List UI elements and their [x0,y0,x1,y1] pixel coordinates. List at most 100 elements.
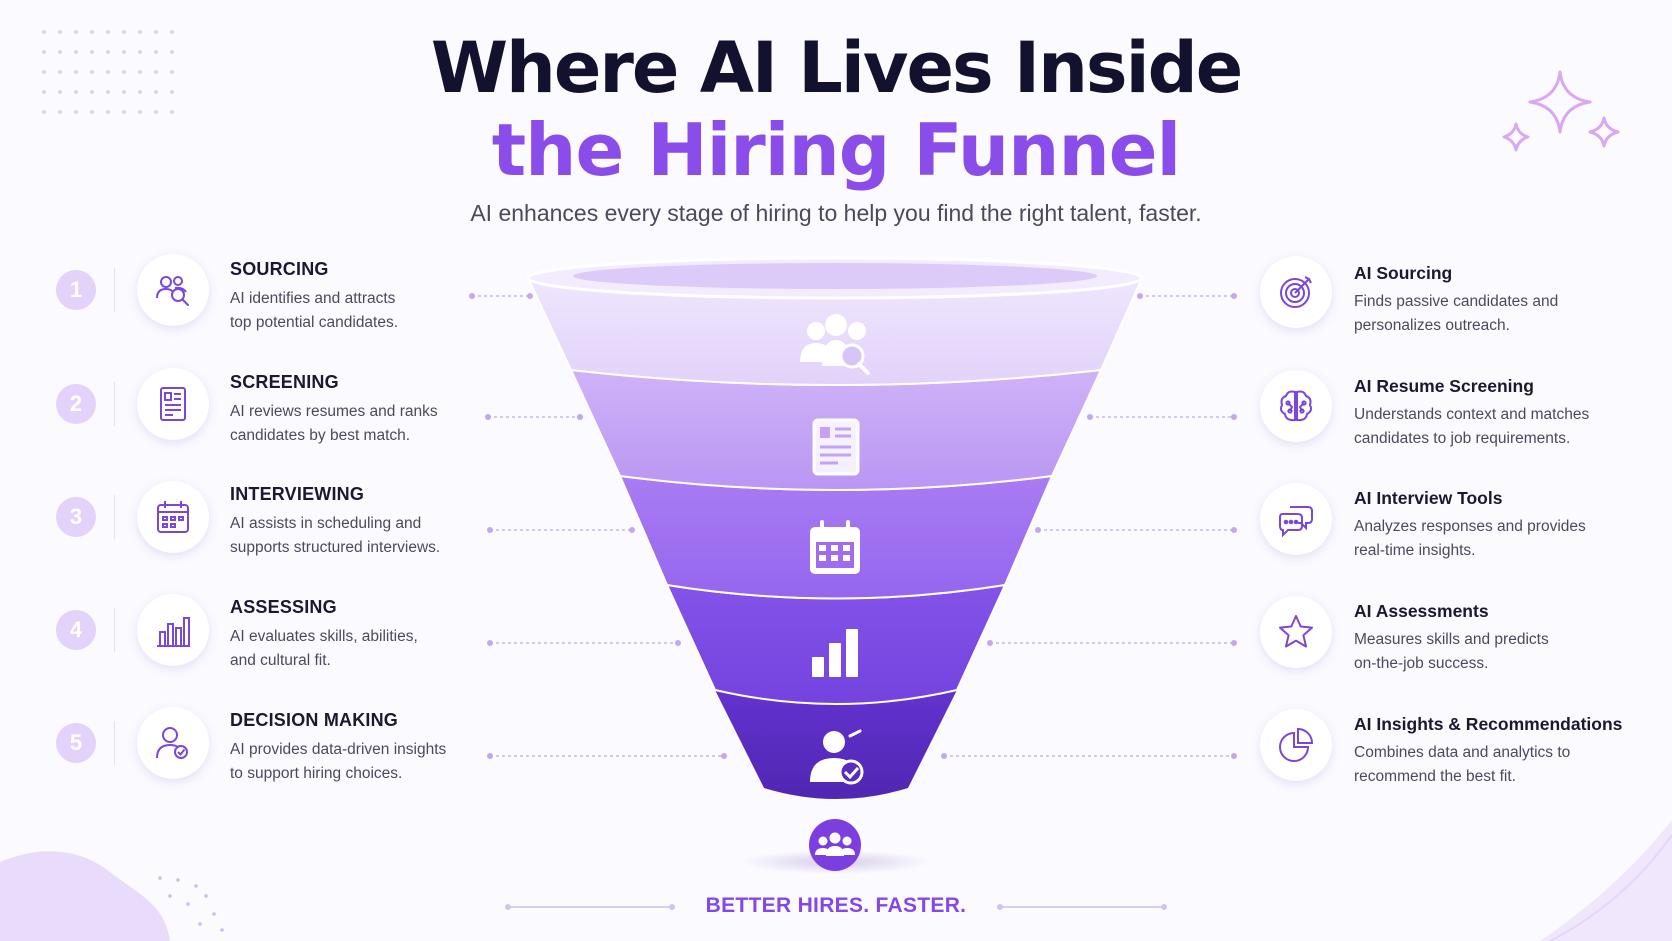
connector-dot [1231,527,1237,533]
resume-icon [153,384,193,424]
stage-divider [114,268,115,312]
ai-tool-icon-badge [1260,709,1332,781]
resume-icon [812,418,860,476]
page-subtitle: AI enhances every stage of hiring to hel… [470,200,1202,226]
tagline: BETTER HIRES. FASTER. [705,894,967,917]
stage-icon-badge [137,254,209,326]
stage-divider [114,608,115,652]
stage-description: to support hiring choices. [230,765,403,782]
stage-number-2: 2 [56,384,96,424]
connector-dot [527,293,533,299]
stage-title: ASSESSING [230,597,337,617]
stage-divider [114,382,115,426]
connector-dot [469,293,475,299]
ai-tool-description: personalizes outreach. [1354,317,1510,334]
wave-line-bottom-right [1549,834,1672,941]
stage-description: and cultural fit. [230,652,331,669]
funnel-opening [573,263,1097,289]
stage-icon-badge [137,368,209,440]
connector-dot [1035,527,1041,533]
ai-tool-description: Combines data and analytics to [1354,744,1571,761]
team-icon [809,819,861,871]
people-search-icon [153,270,193,310]
connector-dot [1137,293,1143,299]
connector-dot [721,753,727,759]
connector-dot [1231,293,1237,299]
stage-number-3: 3 [56,497,96,537]
stage-description: AI provides data-driven insights [230,741,447,758]
stage-divider [114,721,115,765]
chat-bubbles-icon [1276,499,1316,539]
stage-icon-badge [137,481,209,553]
wave-bottom-right [1540,820,1672,941]
connector-dot [675,640,681,646]
ai-tool-description: recommend the best fit. [1354,768,1516,785]
ai-tool-description: Measures skills and predicts [1354,631,1549,648]
star-icon [1276,612,1316,652]
connector-dot [1231,753,1237,759]
ai-tool-description: on-the-job success. [1354,655,1489,672]
brain-icon [1276,386,1316,426]
stage-description: AI identifies and attracts [230,290,396,307]
ai-tool-title: AI Interview Tools [1354,488,1503,508]
ai-tool-title: AI Assessments [1354,601,1489,621]
stage-number-1: 1 [56,270,96,310]
stage-number-5: 5 [56,723,96,763]
stage-description: top potential candidates. [230,314,399,331]
dot-grid-decoration [42,30,224,932]
calendar-icon [810,520,860,574]
ai-tool-title: AI Sourcing [1354,263,1453,283]
ai-tool-icon-badge [1260,596,1332,668]
ai-tool-icon-badge [1260,256,1332,328]
page-title-line-1: Where AI Lives Inside [430,27,1243,109]
connector-dot [1231,414,1237,420]
stage-title: SCREENING [230,372,339,392]
stage-number-4: 4 [56,610,96,650]
target-icon [1276,272,1316,312]
ai-tool-description: candidates to job requirements. [1354,430,1571,447]
ai-tool-title: AI Insights & Recommendations [1354,714,1623,734]
bar-chart-icon [153,610,193,650]
ai-tool-description: Finds passive candidates and [1354,293,1559,310]
connector-dot [1087,414,1093,420]
ai-tool-icon-badge [1260,370,1332,442]
stage-title: INTERVIEWING [230,484,365,504]
stage-description: supports structured interviews. [230,539,441,556]
connector-dot [1231,640,1237,646]
bar-chart-icon [812,629,858,677]
ai-tool-description: real-time insights. [1354,542,1476,559]
connector-dot [485,414,491,420]
stage-icon-badge [137,594,209,666]
wave-bottom-left [0,851,170,941]
connector-dot [629,527,635,533]
user-check-icon [153,723,193,763]
calendar-icon [153,497,193,537]
connector-dot [487,753,493,759]
connector-dot [487,640,493,646]
stage-title: SOURCING [230,259,329,279]
ai-tool-description: Understands context and matches [1354,406,1590,423]
stage-icon-badge [137,707,209,779]
ai-tool-icon-badge [1260,483,1332,555]
stage-title: DECISION MAKING [230,710,399,730]
user-check-icon [810,729,864,785]
stage-description: AI reviews resumes and ranks [230,403,438,420]
connector-dot [487,527,493,533]
connector-dot [987,640,993,646]
people-search-icon [800,314,870,375]
ai-tool-title: AI Resume Screening [1354,376,1534,396]
page-title-line-2: the Hiring Funnel [491,108,1181,192]
connector-dot [941,753,947,759]
ai-tool-description: Analyzes responses and provides [1354,518,1586,535]
pie-chart-icon [1276,725,1316,765]
stage-description: AI assists in scheduling and [230,515,422,532]
connector-dot [577,414,583,420]
stage-divider [114,495,115,539]
stage-description: AI evaluates skills, abilities, [230,628,418,645]
stage-description: candidates by best match. [230,427,411,444]
sparkle-decoration [1502,70,1620,152]
